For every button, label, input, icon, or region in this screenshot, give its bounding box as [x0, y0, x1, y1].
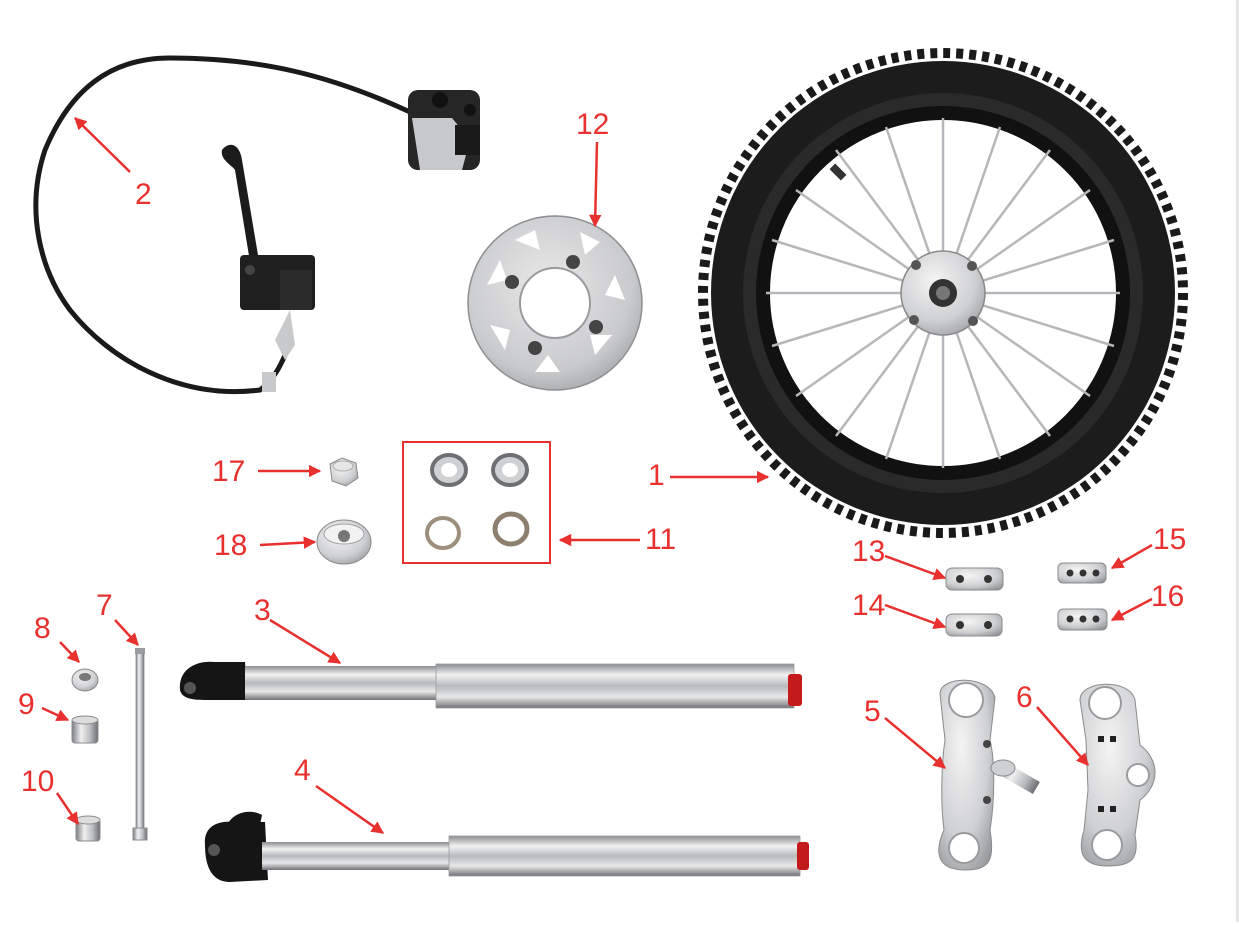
clamp-13	[945, 567, 1004, 591]
wheel-hub	[900, 250, 986, 336]
arrow-13	[884, 554, 947, 580]
spacer-9	[71, 715, 99, 744]
arrow-4	[315, 784, 385, 835]
callout-4: 4	[294, 754, 311, 787]
callout-7: 7	[96, 589, 113, 622]
arrow-2	[74, 117, 131, 173]
callout-3: 3	[254, 594, 271, 627]
handlebar-clamps	[945, 562, 1108, 637]
arrow-5	[884, 717, 946, 769]
brake-assembly	[33, 55, 480, 394]
right-fork-leg	[179, 661, 802, 709]
valve-stem	[829, 163, 847, 181]
brake-caliper	[408, 90, 480, 170]
left-fork-leg	[204, 811, 809, 882]
axle	[132, 648, 148, 841]
arrow-3	[269, 618, 342, 665]
callout-9: 9	[18, 688, 35, 721]
callout-5: 5	[864, 695, 881, 728]
clamp-15	[1057, 562, 1107, 584]
arrow-14	[884, 603, 947, 629]
clamp-16	[1057, 608, 1108, 631]
callout-6: 6	[1016, 681, 1033, 714]
stem-nut	[329, 457, 359, 487]
callout-13: 13	[852, 535, 886, 568]
arrow-18	[259, 536, 317, 549]
steering-stem-cap	[316, 519, 372, 565]
disc-cutouts	[487, 230, 625, 372]
callout-16: 16	[1151, 580, 1185, 613]
callout-arrows	[41, 117, 1153, 835]
bearing-box	[402, 441, 551, 564]
callout-10: 10	[21, 765, 55, 798]
front-wheel	[698, 48, 1188, 538]
right-edge-divider	[1236, 0, 1239, 922]
callout-2: 2	[135, 178, 152, 211]
upper-triple-clamp	[1079, 683, 1156, 867]
callout-18: 18	[214, 529, 248, 562]
arrow-8	[59, 641, 80, 663]
clamp-14	[945, 613, 1003, 637]
callout-12: 12	[576, 108, 610, 141]
arrow-7	[114, 619, 139, 646]
arrow-9	[41, 706, 70, 722]
arrow-15	[1110, 543, 1153, 570]
callout-1: 1	[648, 459, 665, 492]
callout-8: 8	[34, 612, 51, 645]
brake-disc	[467, 215, 643, 391]
brake-lever	[221, 144, 315, 392]
bearing-races	[402, 441, 551, 564]
callout-17: 17	[212, 455, 246, 488]
arrow-6	[1036, 706, 1089, 766]
callout-15: 15	[1153, 523, 1187, 556]
axle-nut	[71, 668, 99, 692]
arrow-12	[589, 141, 602, 228]
arrow-16	[1110, 597, 1153, 622]
callout-11: 11	[645, 523, 677, 556]
spacer-10	[75, 815, 101, 842]
lower-triple-clamp	[938, 679, 1040, 871]
brake-hose	[33, 55, 412, 394]
arrow-10	[55, 792, 80, 826]
callout-14: 14	[852, 589, 886, 622]
